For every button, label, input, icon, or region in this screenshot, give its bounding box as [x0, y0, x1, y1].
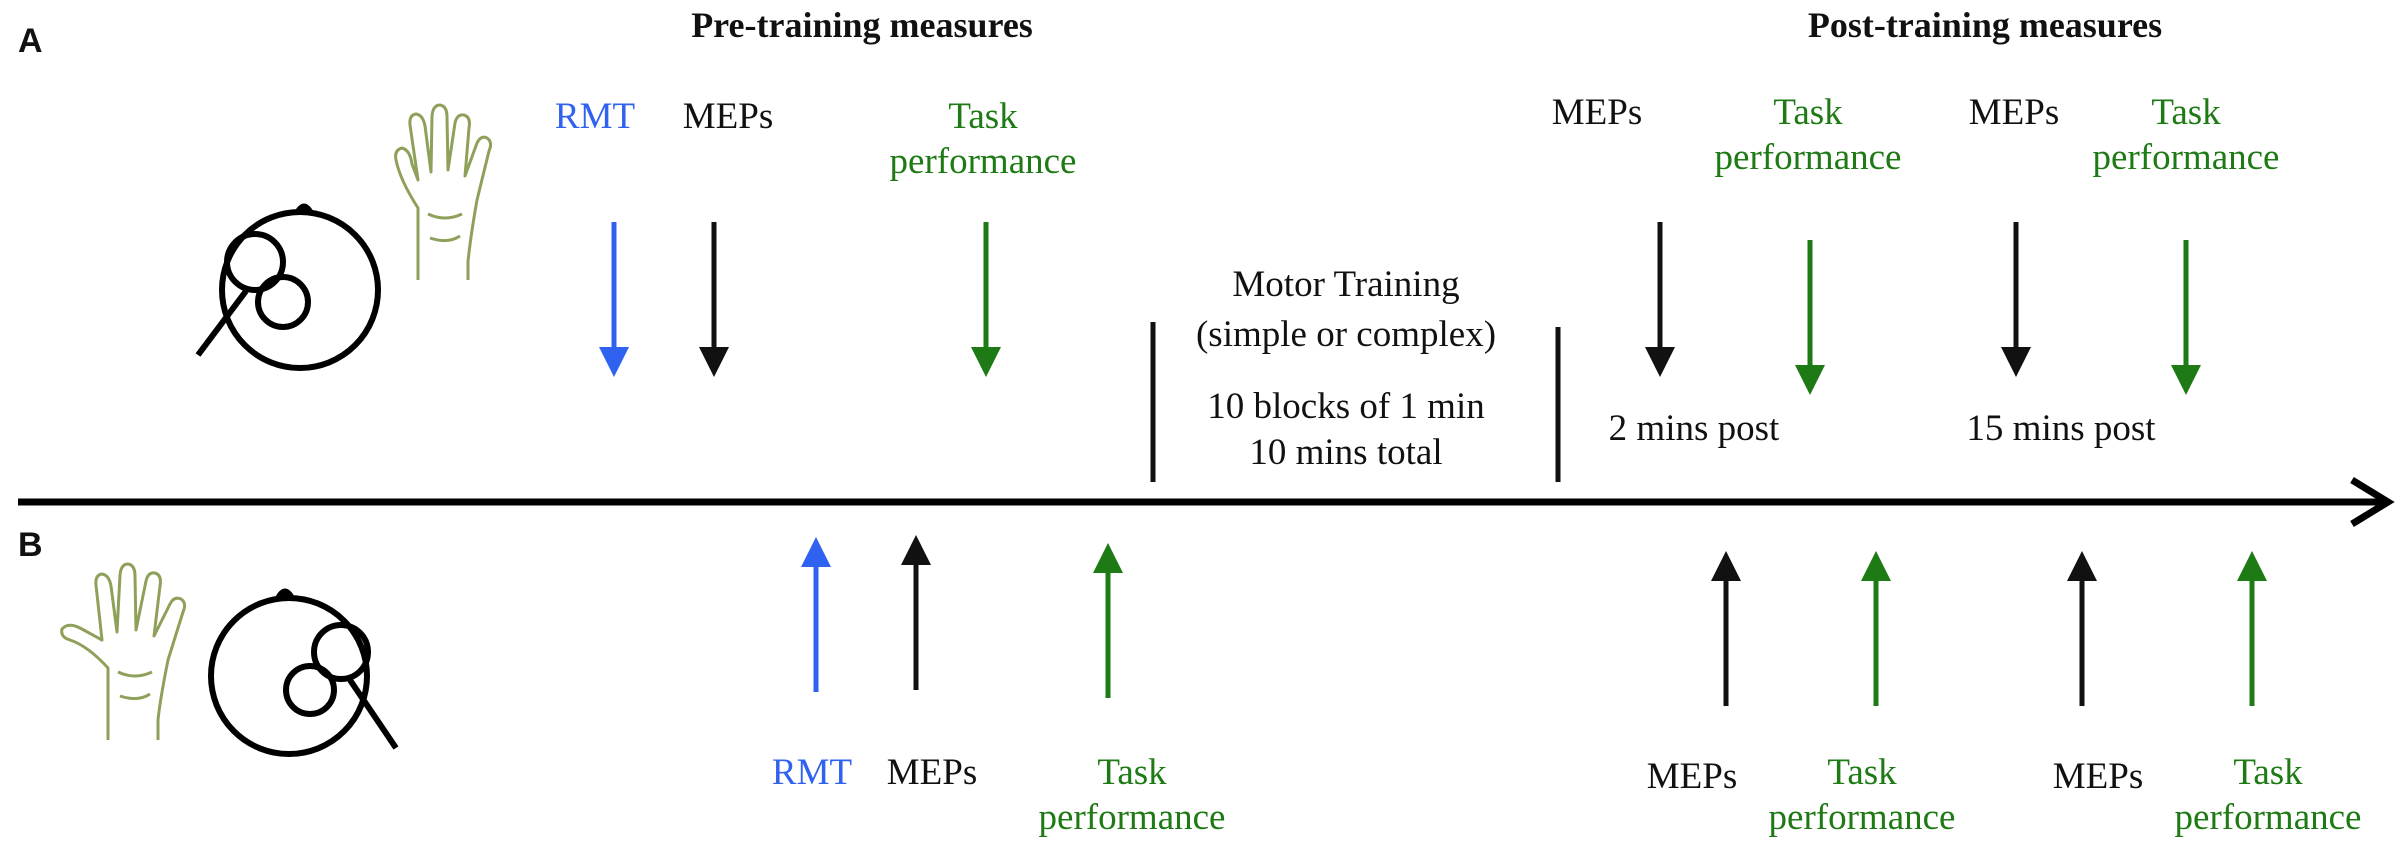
post2-time-label: 15 mins post	[1966, 408, 2156, 449]
a-task-label-line2: performance	[890, 141, 1077, 182]
b-post2-meps-label: MEPs	[2053, 756, 2143, 797]
training-total: 10 mins total	[1249, 432, 1442, 473]
training-blocks: 10 blocks of 1 min	[1207, 386, 1484, 427]
a-post1-meps-label: MEPs	[1552, 92, 1642, 133]
b-post1-meps-label: MEPs	[1647, 756, 1737, 797]
a-meps-label: MEPs	[683, 96, 773, 137]
training-subtitle: (simple or complex)	[1196, 314, 1496, 355]
hand-icon	[60, 562, 187, 740]
pre-training-header: Pre-training measures	[691, 5, 1033, 45]
b-post1-task-line1: Task	[1827, 752, 1897, 793]
head-coil-icon	[195, 203, 381, 371]
b-post2-task-line2: performance	[2175, 797, 2362, 838]
training-title: Motor Training	[1232, 264, 1459, 305]
b-post1-task-line2: performance	[1769, 797, 1956, 838]
b-meps-label: MEPs	[887, 752, 977, 793]
head-coil-icon	[208, 588, 399, 757]
panel-a-label: A	[18, 22, 43, 60]
a-task-label-line1: Task	[948, 96, 1018, 137]
b-task-label-line1: Task	[1097, 752, 1167, 793]
post-training-header: Post-training measures	[1808, 5, 2162, 45]
a-post2-task-line2: performance	[2093, 137, 2280, 178]
b-post2-task-line1: Task	[2233, 752, 2303, 793]
post1-time-label: 2 mins post	[1609, 408, 1780, 449]
a-rmt-label: RMT	[555, 96, 635, 137]
timeline-arrowhead	[2350, 477, 2395, 527]
a-post1-task-line1: Task	[1773, 92, 1843, 133]
b-rmt-label: RMT	[772, 752, 852, 793]
b-task-label-line2: performance	[1039, 797, 1226, 838]
a-post1-task-line2: performance	[1715, 137, 1902, 178]
hand-icon	[394, 103, 493, 280]
a-post2-meps-label: MEPs	[1969, 92, 2059, 133]
panel-b-label: B	[18, 526, 43, 564]
a-post2-task-line1: Task	[2151, 92, 2221, 133]
